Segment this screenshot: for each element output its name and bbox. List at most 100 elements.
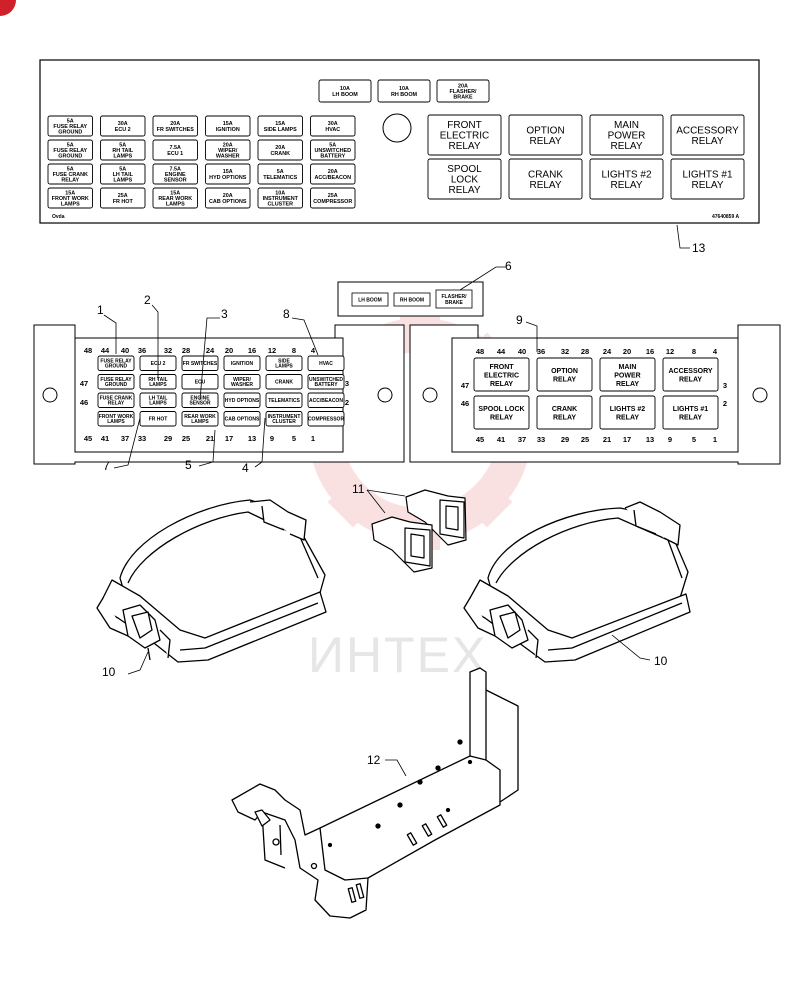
decal-relay-3-text: RELAY <box>610 141 642 152</box>
left-panel-fuse-22: CAB OPTIONS <box>223 411 261 427</box>
callout-3: 3 <box>221 307 228 321</box>
decal-fuse-2-text: ECU 2 <box>115 127 131 133</box>
left-panel-fuse-20: FR HOT <box>139 411 177 427</box>
left-panel-fuse-13-text: RELAY <box>108 401 125 407</box>
decal-fuse-21-text: 15A <box>170 190 180 196</box>
decal-fuse-17-text: TELEMATICS <box>263 175 297 181</box>
left-bottom-number: 13 <box>248 434 256 443</box>
right-top-number: 20 <box>623 347 631 356</box>
right-bottom-number: 17 <box>623 435 631 444</box>
decal-fuse-24-text: COMPRESSOR <box>313 199 352 205</box>
decal-fuse-13-text: FUSE CRANK <box>53 172 88 178</box>
left-top-number: 44 <box>101 346 110 355</box>
decal-relay-2-text: RELAY <box>529 136 561 147</box>
left-panel-fuse-1-text: GROUND <box>105 364 128 370</box>
right-panel-relay-5-text: RELAY <box>490 415 513 422</box>
right-top-number: 16 <box>646 347 654 356</box>
decal-relay-3-text: MAIN <box>614 120 639 131</box>
right-panel-relay-7-text: RELAY <box>616 415 639 422</box>
right-top-number: 12 <box>666 347 674 356</box>
fuse-box-right <box>463 501 691 663</box>
left-bottom-number: 17 <box>225 434 233 443</box>
left-panel-fuse-23-text: CLUSTER <box>272 419 296 425</box>
left-panel-fuse-12-text: UNSWITCHED <box>309 377 343 383</box>
left-panel-fuse-5-text: SIDE <box>278 359 290 365</box>
right-bottom-number: 21 <box>603 435 611 444</box>
decal-relay-5-text: RELAY <box>448 185 480 196</box>
left-panel-fuse-12-text: BATTERY <box>314 382 338 388</box>
decal-fuse-1-text: GROUND <box>58 130 82 136</box>
decal-fuse-23-text: INSTRUMENT <box>263 196 299 202</box>
decal-fuse-10-text: WIPER/ <box>218 148 238 154</box>
left-panel-fuse-4: IGNITION <box>223 355 261 371</box>
decal-fuse-3-text: 20A <box>170 121 180 127</box>
decal-fuse-14-text: LH TAIL <box>113 172 134 178</box>
watermark-text: ИНТЕХ <box>308 627 487 683</box>
decal-top-fuse-3-text: 20A <box>458 83 468 89</box>
decal-fuse-8-text: 5A <box>119 142 126 148</box>
decal-fuse-13-text: RELAY <box>61 178 79 184</box>
left-panel-fuse-10: WIPER/WASHER <box>223 374 261 390</box>
right-panel-relay-6-text: RELAY <box>553 415 576 422</box>
decal-fuse-21-text: LAMPS <box>166 202 185 208</box>
right-side-number-right: 2 <box>723 399 727 408</box>
left-panel-fuse-5-text: LAMPS <box>275 364 293 370</box>
left-top-number: 16 <box>248 346 256 355</box>
decal-fuse-9-text: 7.5A <box>170 145 181 151</box>
decal-fuse-15-text: ENGINE <box>165 172 186 178</box>
decal-fuse-5-text: 15A <box>275 121 285 127</box>
decal-fuse-22-text: CAB OPTIONS <box>209 199 247 205</box>
decal-fuse-7-text: FUSE RELAY <box>53 148 87 154</box>
left-panel-fuse-10-text: WASHER <box>231 382 253 388</box>
decal-fuse-12-text: BATTERY <box>320 154 345 160</box>
right-bottom-number: 1 <box>713 435 717 444</box>
left-panel-fuse-11-text: CRANK <box>275 380 293 386</box>
right-panel-relay-7-text: LIGHTS #2 <box>610 406 646 413</box>
callout-2: 2 <box>144 293 151 307</box>
right-bottom-number: 33 <box>537 435 545 444</box>
left-panel-fuse-23-text: INSTRUMENT <box>268 414 301 420</box>
decal-top-fuse-1-text: 10A <box>340 86 350 92</box>
right-panel-relay-3-text: POWER <box>614 372 640 379</box>
decal-fuse-16-text: 15A <box>223 169 233 175</box>
decal-fuse-7-text: 5A <box>67 142 74 148</box>
svg-text:RH BOOM: RH BOOM <box>400 298 424 304</box>
decal-relay-5-text: SPOOL <box>447 164 482 175</box>
left-bottom-number: 37 <box>121 434 129 443</box>
left-panel-fuse-3-text: FR SWITCHES <box>183 361 218 367</box>
left-panel-fuse-14-text: LAMPS <box>149 401 167 407</box>
right-panel-relay-4-text: RELAY <box>679 377 702 384</box>
left-panel-fuse-17: TELEMATICS <box>265 392 303 408</box>
decal-fuse-11-text: CRANK <box>271 151 291 157</box>
right-top-number: 40 <box>518 347 526 356</box>
right-top-number: 8 <box>692 347 696 356</box>
left-bottom-number: 1 <box>311 434 315 443</box>
decal-fuse-4-text: 15A <box>223 121 233 127</box>
decal-top-fuse-3-text: BRAKE <box>453 95 473 101</box>
left-panel-fuse-1-text: FUSE RELAY <box>100 359 132 365</box>
right-bottom-number: 29 <box>561 435 569 444</box>
left-top-number: 28 <box>182 346 190 355</box>
right-bottom-number: 41 <box>497 435 505 444</box>
